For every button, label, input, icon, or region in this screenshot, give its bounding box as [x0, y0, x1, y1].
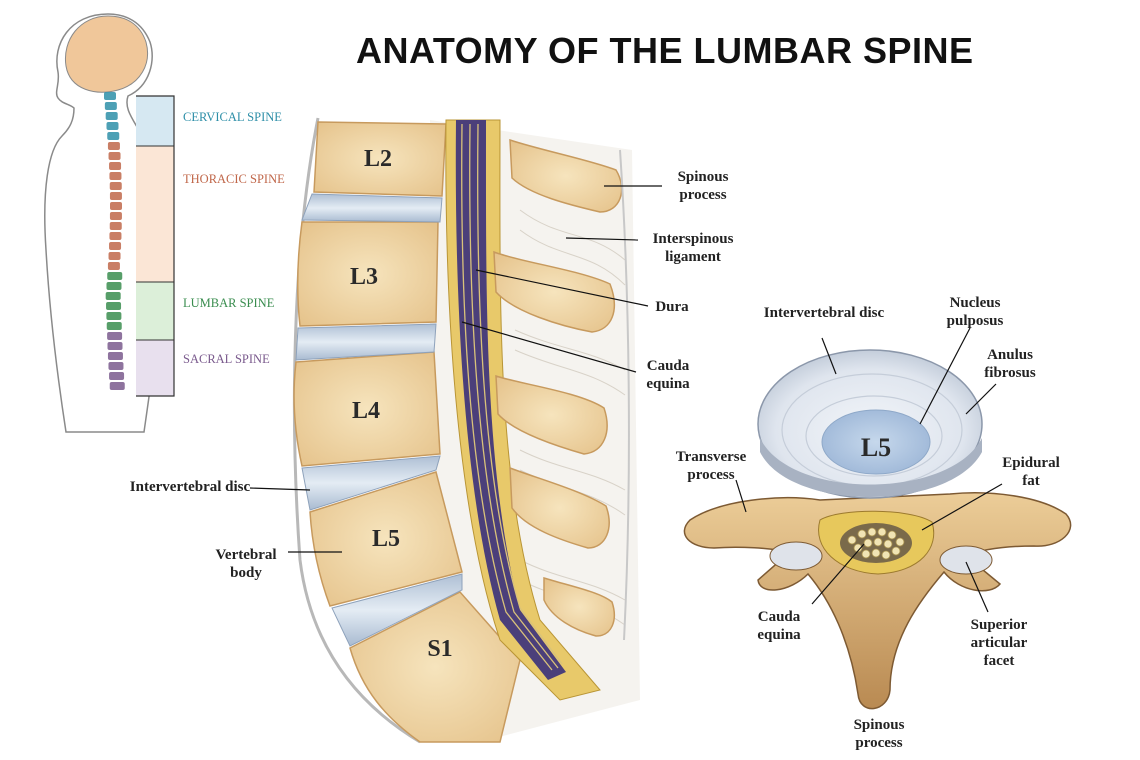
mini-vertebra: [104, 102, 117, 110]
label-intervertebral-disc: Intervertebral disc: [129, 479, 251, 495]
label-dura: Dura: [655, 299, 689, 315]
cauda-equina-bundles: [847, 527, 905, 560]
mini-vertebra: [109, 172, 122, 180]
mini-vertebra: [107, 342, 123, 350]
vertebra-l5-label: L5: [372, 526, 400, 552]
leader-lines: [249, 185, 1003, 613]
mini-vertebra: [107, 332, 123, 340]
region-cervical-label: CERVICAL SPINE: [183, 110, 282, 124]
mini-vertebra: [107, 272, 123, 280]
label-axial-spinous-process: Spinous process: [853, 717, 905, 751]
mini-vertebra: [106, 322, 122, 330]
mini-vertebra: [109, 182, 122, 190]
body-silhouette: [44, 13, 162, 433]
mini-vertebra: [107, 132, 120, 140]
mini-vertebra: [108, 362, 124, 370]
label-axial-intervertebral-disc: Intervertebral disc: [763, 305, 885, 321]
mini-vertebra: [107, 352, 123, 360]
mini-vertebra: [106, 122, 119, 130]
mini-vertebra: [107, 262, 120, 270]
mini-vertebra: [106, 282, 122, 290]
region-thoracic-label: THORACIC SPINE: [183, 172, 285, 186]
region-sacral-label: SACRAL SPINE: [183, 352, 270, 366]
label-anulus-fibrosus: Anulus fibrosus: [984, 347, 1036, 381]
mini-vertebra: [108, 252, 121, 260]
mini-vertebra: [109, 162, 122, 170]
mini-vertebra: [109, 382, 125, 390]
vertebra-s1-label: S1: [427, 636, 452, 662]
vertebra-l2-label: L2: [364, 146, 392, 172]
label-epidural-fat: Epidural fat: [1002, 455, 1060, 489]
mini-vertebra: [105, 292, 121, 300]
vertebra-l4-label: L4: [352, 398, 380, 424]
label-superior-articular-facet: Superior articular facet: [970, 617, 1028, 669]
axial-l5-label: L5: [861, 433, 891, 462]
label-interspinous-ligament: Interspinous ligament: [652, 231, 734, 265]
label-spinous-process: Spinous process: [677, 169, 729, 203]
label-vertebral-body: Vertebral body: [215, 547, 277, 581]
mini-spine: [104, 92, 125, 390]
diagram-title: ANATOMY OF THE LUMBAR SPINE: [356, 30, 974, 71]
mini-vertebra: [104, 92, 116, 100]
mini-vertebra: [109, 242, 122, 250]
mini-vertebra: [105, 112, 118, 120]
mini-vertebra: [109, 192, 122, 200]
mini-vertebra: [108, 152, 121, 160]
axial-section: [683, 349, 1072, 710]
mini-vertebra: [106, 302, 122, 310]
label-cauda-equina: Cauda equina: [646, 358, 690, 392]
mini-vertebra: [109, 212, 122, 220]
mini-vertebra: [109, 372, 125, 380]
region-lumbar-label: LUMBAR SPINE: [183, 296, 275, 310]
mini-vertebra: [109, 222, 122, 230]
vertebra-l3-label: L3: [350, 264, 378, 290]
label-axial-cauda-equina: Cauda equina: [757, 609, 801, 643]
mini-vertebra: [109, 232, 122, 240]
label-nucleus-pulposus: Nucleus pulposus: [946, 295, 1004, 329]
label-transverse-process: Transverse process: [675, 449, 747, 483]
mini-vertebra: [107, 142, 120, 150]
region-brackets: [136, 95, 175, 397]
mini-vertebra: [110, 202, 122, 210]
sagittal-section: [292, 117, 640, 744]
mini-vertebra: [106, 312, 122, 320]
